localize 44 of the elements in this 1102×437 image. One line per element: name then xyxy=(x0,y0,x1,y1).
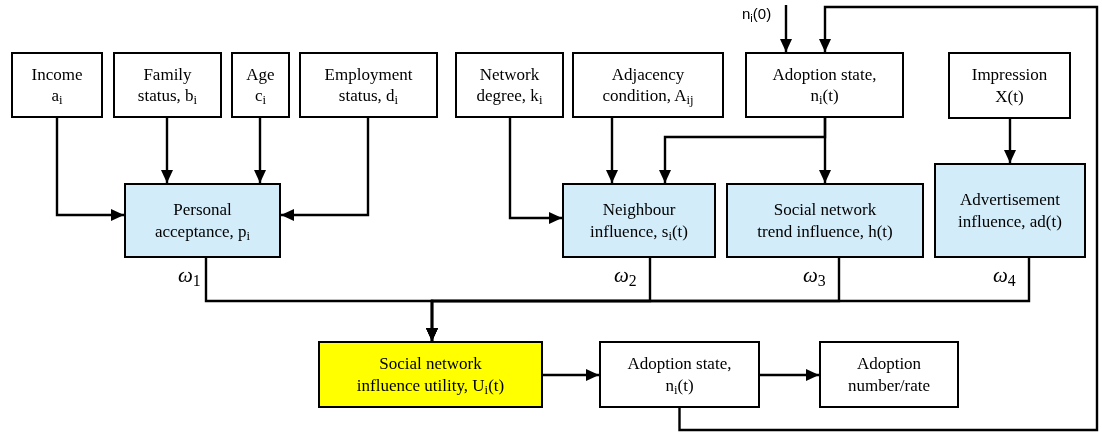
box-label: Adjacency condition, A$_{ij}$ xyxy=(601,63,695,107)
process-box xyxy=(572,52,724,118)
process-box xyxy=(599,341,760,408)
box-label: Personal acceptance, p$_{i}$ xyxy=(153,199,252,242)
box-label: Impression X(t) xyxy=(970,64,1049,107)
arrow xyxy=(760,369,819,381)
box-label: Adoption number/rate xyxy=(846,353,932,396)
box-label: Advertisement influence, ad(t) xyxy=(957,189,1063,232)
arrow xyxy=(543,369,599,381)
box-label: Adoption state, n$_{i}$(t) xyxy=(626,353,733,396)
process-box xyxy=(726,183,924,258)
box-label: Neighbour influence, s$_{i}$(t) xyxy=(589,199,689,242)
process-box xyxy=(299,52,438,118)
arrow xyxy=(678,5,1099,432)
process-box xyxy=(113,52,222,118)
arrow xyxy=(426,258,1031,341)
arrow xyxy=(254,118,266,183)
process-box xyxy=(231,52,290,118)
arrow xyxy=(281,118,370,221)
box-label: Income a$_{i}$ xyxy=(30,63,84,107)
process-box xyxy=(318,341,543,408)
process-box xyxy=(934,163,1086,258)
box-label: Adoption state, n$_{i}$(t) xyxy=(771,63,878,107)
process-box xyxy=(124,183,281,258)
process-box xyxy=(745,52,904,118)
process-box xyxy=(819,341,959,408)
box-label: Network degree, k$_{i}$ xyxy=(475,63,544,107)
process-box xyxy=(948,52,1071,119)
box-label: Family status, b$_{i}$ xyxy=(136,63,199,107)
box-label: Social network influence utility, U$_{i}$(t) xyxy=(355,353,506,396)
arrow xyxy=(606,118,618,183)
box-label: Employment status, d$_{i}$ xyxy=(323,63,414,107)
box-label: Social network trend influence, h(t) xyxy=(756,199,894,242)
process-box xyxy=(455,52,564,118)
edge-label: n$_{i}$(0) xyxy=(742,6,772,21)
arrow xyxy=(55,118,124,221)
arrow xyxy=(780,5,792,52)
arrow xyxy=(161,118,173,183)
process-box xyxy=(562,183,716,258)
arrow xyxy=(819,118,831,183)
arrow xyxy=(1004,119,1016,163)
arrow xyxy=(508,118,562,224)
process-box xyxy=(11,52,103,118)
box-label: Age c$_{i}$ xyxy=(245,63,276,107)
